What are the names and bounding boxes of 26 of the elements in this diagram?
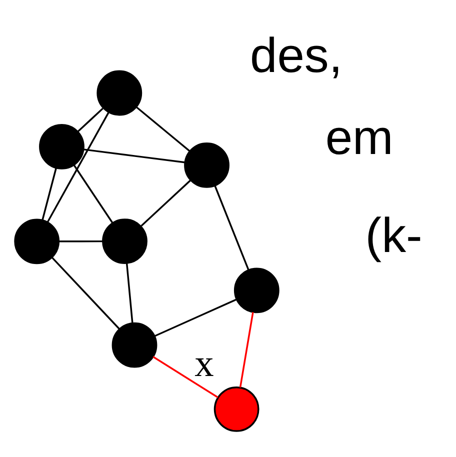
node-circle [102,218,148,264]
connector [154,298,237,337]
connector [52,257,120,330]
node-circle [112,322,158,368]
node-circle [96,70,142,116]
connector [78,108,104,132]
connector [42,168,57,220]
node-label: x [194,343,214,386]
connector [140,179,192,227]
connector [46,112,110,222]
node-circle [214,386,260,432]
node-circle [39,124,84,170]
connector [239,312,254,388]
node-circle [14,218,60,264]
label: (k- [365,208,422,263]
connector [214,185,250,270]
label: em [325,111,394,166]
connector [152,356,218,398]
label: des, [250,29,342,84]
node-circle [234,268,280,314]
connector [73,164,114,224]
connector [126,263,134,324]
connector [83,148,185,164]
connector [136,106,190,152]
connector [58,240,103,242]
node-circle [184,142,230,188]
